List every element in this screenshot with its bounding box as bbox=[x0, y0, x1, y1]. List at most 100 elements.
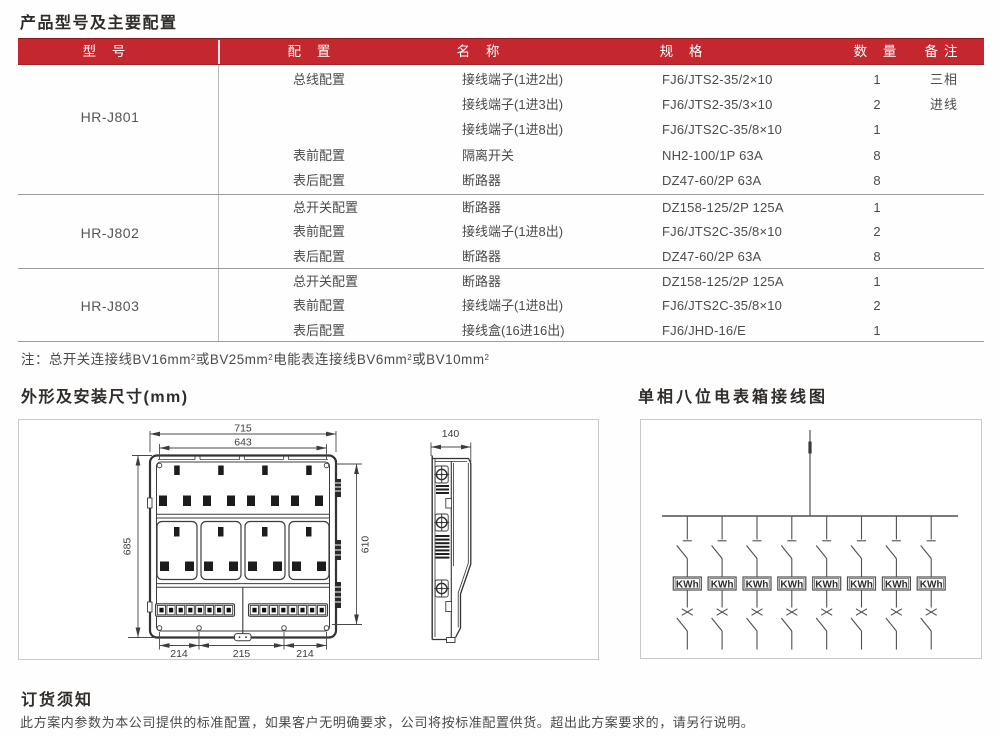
model-label: HR-J803 bbox=[80, 298, 140, 314]
table-row: 表后配置 接线盒(16进16出) FJ6/JHD-16/E 1 bbox=[18, 318, 984, 344]
cell-config: 表前配置 bbox=[293, 224, 346, 239]
model-column-divider bbox=[218, 65, 219, 342]
dim-bottom-left: 214 bbox=[170, 648, 188, 659]
ordering-title: 订货须知 bbox=[21, 692, 94, 709]
note-sup: 2 bbox=[190, 353, 196, 362]
cell-qty: 8 bbox=[873, 248, 881, 264]
cell-qty: 1 bbox=[873, 273, 881, 289]
cell-config: 表后配置 bbox=[293, 248, 346, 264]
cell-remark: 三相 bbox=[929, 72, 958, 87]
hinge bbox=[433, 465, 450, 484]
cell-config: 总线配置 bbox=[293, 72, 346, 87]
cell-name: 隔离开关 bbox=[462, 148, 515, 163]
cell-spec: FJ6/JTS2C-35/8×10 bbox=[662, 298, 783, 313]
cell-name: 断路器 bbox=[462, 273, 502, 289]
wiring-branch bbox=[812, 515, 842, 651]
cell-spec: FJ6/JTS2-35/3×10 bbox=[662, 96, 773, 112]
col-header-model: 型 号 bbox=[82, 44, 132, 59]
col-header-qty: 数 量 bbox=[853, 44, 903, 59]
page-title: 产品型号及主要配置 bbox=[20, 15, 178, 32]
wiring-branch bbox=[742, 515, 772, 651]
dim-bottom-middle: 215 bbox=[233, 648, 251, 659]
cell-config: 表后配置 bbox=[293, 322, 346, 338]
cell-spec: DZ47-60/2P 63A bbox=[662, 173, 762, 188]
col-header-name: 名 称 bbox=[456, 44, 506, 59]
meter-window bbox=[156, 520, 198, 581]
meter-window bbox=[288, 520, 330, 581]
table-row: 表前配置 隔离开关 NH2-100/1P 63A 8 bbox=[18, 143, 984, 169]
section-title-dimensions: 外形及安装尺寸(mm) bbox=[21, 389, 189, 406]
model-label: HR-J802 bbox=[80, 225, 140, 241]
cell-spec: DZ47-60/2P 63A bbox=[662, 248, 762, 264]
dimension-lines bbox=[128, 431, 362, 650]
model-label: HR-J801 bbox=[80, 109, 140, 125]
hinge bbox=[433, 513, 450, 532]
col-header-remark: 备注 bbox=[924, 44, 964, 59]
cell-name: 断路器 bbox=[462, 199, 502, 215]
section-title-wiring: 单相八位电表箱接线图 bbox=[638, 389, 829, 406]
cell-spec: FJ6/JTS2-35/2×10 bbox=[662, 72, 773, 87]
cell-name: 接线端子(1进8出) bbox=[462, 224, 564, 239]
note-sup: 2 bbox=[407, 353, 413, 362]
cell-name: 接线盒(16进16出) bbox=[462, 322, 565, 338]
table-row: 表后配置 断路器 DZ47-60/2P 63A 8 bbox=[18, 244, 984, 270]
header-divider bbox=[218, 40, 220, 64]
cell-config: 表后配置 bbox=[293, 173, 346, 188]
cell-config: 总开关配置 bbox=[293, 199, 359, 215]
cell-config: 总开关配置 bbox=[293, 273, 359, 289]
col-header-spec: 规 格 bbox=[659, 44, 709, 59]
cell-spec: DZ158-125/2P 125A bbox=[662, 199, 784, 215]
table-bottom-border bbox=[18, 341, 984, 342]
table-row: 总开关配置 断路器 DZ158-125/2P 125A 1 bbox=[18, 195, 984, 221]
table-row: 表后配置 断路器 DZ47-60/2P 63A 8 bbox=[18, 168, 984, 194]
dim-height-inner: 610 bbox=[360, 536, 372, 554]
table-row: 接线端子(1进8出) FJ6/JTS2C-35/8×10 1 bbox=[18, 117, 984, 143]
ordering-text: 此方案内参数为本公司提供的标准配置，如果客户无明确要求，公司将按标准配置供货。超… bbox=[20, 715, 755, 730]
table-row: 接线端子(1进3出) FJ6/JTS2-35/3×10 2 进线 bbox=[18, 92, 984, 118]
cell-spec: FJ6/JTS2C-35/8×10 bbox=[662, 122, 783, 137]
table-header: 型 号 配 置 名 称 规 格 数 量 备注 bbox=[18, 38, 984, 65]
dim-width-overall: 715 bbox=[234, 423, 252, 435]
cell-name: 断路器 bbox=[462, 173, 502, 188]
cell-qty: 2 bbox=[873, 298, 881, 313]
cell-remark: 进线 bbox=[929, 96, 958, 112]
wiring-branch bbox=[707, 515, 737, 651]
wiring-branch bbox=[846, 515, 877, 651]
cell-qty: 1 bbox=[873, 322, 881, 338]
front-view bbox=[147, 454, 341, 642]
cell-qty: 1 bbox=[873, 122, 881, 137]
note-sup: 2 bbox=[484, 353, 490, 362]
wiring-note: 注：总开关连接线BV16mm2或BV25mm2电能表连接线BV6mm2或BV10… bbox=[21, 348, 490, 368]
note-text: 电能表连接线BV6mm bbox=[273, 352, 408, 367]
side-view bbox=[430, 442, 472, 643]
dim-depth: 140 bbox=[442, 428, 460, 440]
cell-name: 断路器 bbox=[462, 248, 502, 264]
wiring-branch bbox=[777, 515, 807, 651]
cell-config: 表前配置 bbox=[293, 298, 346, 313]
wiring-branch bbox=[672, 515, 702, 651]
dimensions-drawing: 715 643 685 610 214 215 214 140 bbox=[122, 423, 472, 659]
dim-height-overall: 685 bbox=[122, 538, 134, 556]
cell-name: 接线端子(1进8出) bbox=[462, 298, 564, 313]
group-separator bbox=[18, 194, 984, 195]
table-row: 总线配置 接线端子(1进2出) FJ6/JTS2-35/2×10 1 三相 bbox=[18, 67, 984, 93]
cell-qty: 1 bbox=[873, 199, 881, 215]
group-separator bbox=[18, 268, 984, 269]
dim-width-inner: 643 bbox=[234, 437, 252, 449]
cell-qty: 2 bbox=[873, 224, 881, 239]
cell-qty: 1 bbox=[873, 72, 881, 87]
cell-spec: FJ6/JHD-16/E bbox=[662, 322, 747, 338]
wiring-diagram: KWh bbox=[662, 430, 958, 651]
cell-spec: NH2-100/1P 63A bbox=[662, 148, 763, 163]
cell-spec: FJ6/JTS2C-35/8×10 bbox=[662, 224, 783, 239]
note-sup: 2 bbox=[268, 353, 274, 362]
cell-spec: DZ158-125/2P 125A bbox=[662, 273, 784, 289]
table-row: 总开关配置 断路器 DZ158-125/2P 125A 1 bbox=[18, 269, 984, 295]
dim-bottom-right: 214 bbox=[296, 648, 314, 659]
col-header-config: 配 置 bbox=[287, 44, 337, 59]
cell-qty: 2 bbox=[873, 96, 881, 112]
table-row: 表前配置 接线端子(1进8出) FJ6/JTS2C-35/8×10 2 bbox=[18, 219, 984, 245]
meter-window bbox=[244, 520, 286, 581]
cell-qty: 8 bbox=[873, 148, 881, 163]
